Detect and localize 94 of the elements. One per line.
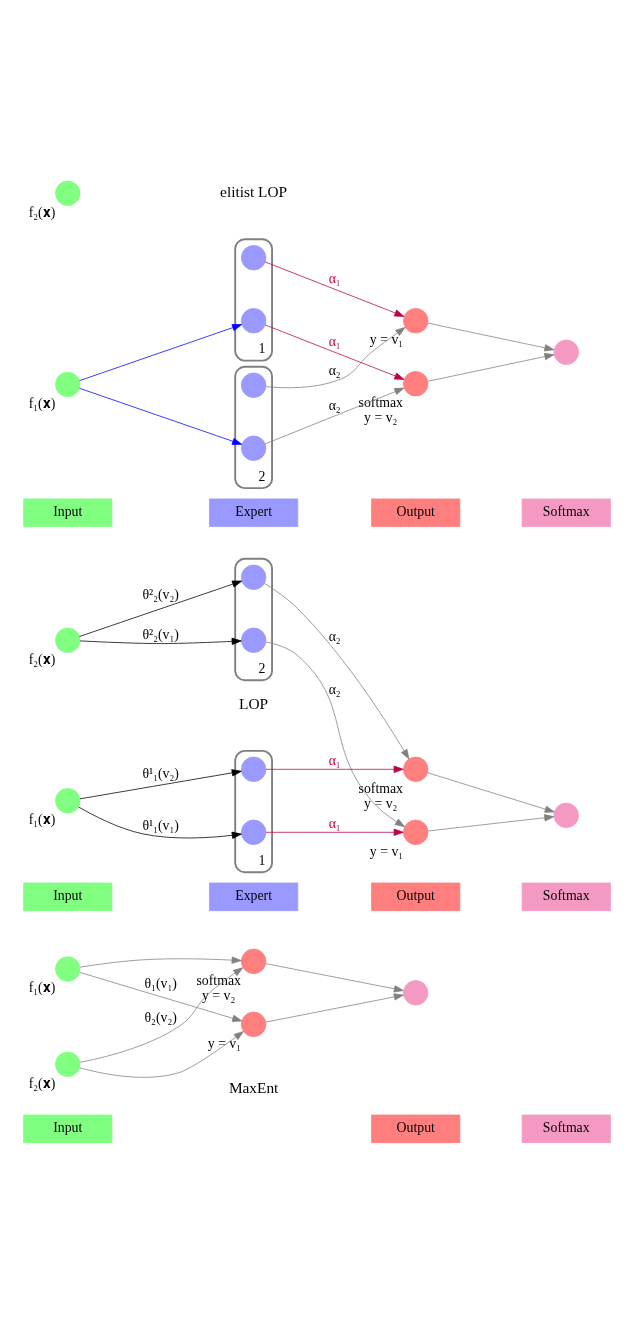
node-label: y = v₁ bbox=[369, 843, 404, 859]
edge-label: θ₂(v₂) bbox=[144, 1010, 177, 1026]
arrow bbox=[427, 353, 555, 382]
node-circle bbox=[553, 339, 579, 365]
arrow bbox=[79, 972, 243, 1022]
node-box: Softmax bbox=[521, 1114, 611, 1144]
node-label: f₁(𝐱) bbox=[28, 395, 56, 411]
arrow bbox=[79, 324, 243, 382]
node-circle bbox=[240, 819, 267, 845]
node-label: y = v₂ bbox=[202, 988, 236, 1004]
node-label: f₂(𝐱) bbox=[28, 651, 56, 667]
edge-label: α₂ bbox=[328, 629, 341, 645]
label: elitist LOP bbox=[220, 183, 288, 201]
arrow bbox=[265, 327, 406, 389]
node-label: y = v₂ bbox=[364, 796, 398, 812]
node-label: softmax bbox=[358, 395, 404, 411]
edge-label: θ²₂(v₂) bbox=[142, 587, 179, 603]
node-circle bbox=[403, 756, 429, 782]
node-box: Softmax bbox=[521, 498, 611, 527]
node-label: softmax bbox=[358, 780, 404, 796]
arrow bbox=[265, 993, 404, 1023]
node-label: f₂(𝐱) bbox=[28, 204, 56, 220]
node-label: y = v₁ bbox=[207, 1035, 242, 1051]
node-box: Input bbox=[23, 1114, 113, 1144]
node-circle bbox=[55, 1051, 81, 1077]
node-circle bbox=[240, 1011, 267, 1037]
node-circle bbox=[240, 948, 267, 975]
node-circle bbox=[403, 819, 429, 845]
arrow bbox=[79, 967, 244, 1063]
arrow bbox=[79, 580, 243, 637]
node-label: f₂(𝐱) bbox=[28, 1075, 56, 1091]
arrow bbox=[427, 772, 555, 813]
arrow bbox=[265, 641, 405, 828]
node-box: Softmax bbox=[521, 882, 611, 912]
arrow bbox=[264, 387, 405, 445]
node-circle bbox=[403, 308, 429, 334]
arrow bbox=[264, 324, 405, 380]
arrow bbox=[264, 261, 405, 317]
node-circle bbox=[240, 627, 267, 653]
arrow bbox=[264, 582, 410, 760]
node-circle bbox=[240, 308, 267, 334]
arrow bbox=[265, 828, 404, 836]
node-box: Output bbox=[371, 498, 461, 527]
node-circle bbox=[240, 564, 267, 590]
cluster: 1 bbox=[234, 238, 273, 362]
node-circle bbox=[240, 372, 267, 398]
arrow bbox=[427, 814, 555, 832]
node-box: Output bbox=[371, 882, 461, 912]
arrow bbox=[79, 769, 242, 800]
cluster: 1 bbox=[234, 749, 273, 874]
edge-label: α₂ bbox=[328, 681, 341, 697]
node-circle bbox=[55, 956, 81, 982]
node-circle bbox=[240, 756, 267, 782]
node-circle bbox=[55, 180, 81, 206]
node-label: y = v₂ bbox=[364, 410, 398, 426]
node-circle bbox=[55, 627, 81, 653]
edge-label: α₁ bbox=[328, 816, 341, 831]
cluster: 2 bbox=[234, 557, 273, 682]
node-label: softmax bbox=[196, 972, 241, 988]
node-circle bbox=[403, 980, 429, 1006]
node-label: f₁(𝐱) bbox=[28, 812, 56, 828]
node-circle bbox=[240, 245, 267, 271]
node-box: Output bbox=[371, 1114, 461, 1144]
node-circle bbox=[55, 788, 81, 814]
arrow bbox=[79, 1031, 244, 1078]
node-label: y = v₁ bbox=[369, 332, 404, 348]
node-box: Expert bbox=[209, 498, 299, 527]
edge-label: α₁ bbox=[328, 753, 341, 769]
cluster: 2 bbox=[234, 365, 273, 490]
arrow bbox=[79, 387, 243, 445]
edge-label: α₁ bbox=[328, 334, 341, 350]
edge-label: α₁ bbox=[328, 271, 341, 287]
node-box: Input bbox=[23, 882, 113, 912]
arrow bbox=[79, 956, 242, 968]
arrow bbox=[78, 806, 242, 839]
edge-label: α₂ bbox=[328, 398, 341, 414]
node-box: Input bbox=[23, 498, 113, 527]
edge-label: θ¹₁(v₁) bbox=[142, 817, 179, 833]
label: MaxEnt bbox=[228, 1078, 279, 1096]
arrow bbox=[265, 963, 404, 993]
edge-label: θ¹₁(v₂) bbox=[142, 766, 179, 782]
node-circle bbox=[55, 371, 81, 398]
edge-label: θ²₂(v₁) bbox=[142, 627, 179, 643]
node-circle bbox=[240, 435, 267, 461]
arrow bbox=[265, 765, 404, 773]
node-label: f₁(𝐱) bbox=[28, 980, 56, 996]
arrow bbox=[427, 322, 555, 352]
label: LOP bbox=[239, 694, 269, 712]
node-box: Expert bbox=[209, 882, 299, 912]
node-circle bbox=[553, 802, 579, 829]
edge-label: α₂ bbox=[328, 362, 341, 378]
edge-label: θ₁(v₁) bbox=[144, 975, 177, 991]
arrow bbox=[79, 637, 242, 645]
node-circle bbox=[403, 371, 429, 397]
